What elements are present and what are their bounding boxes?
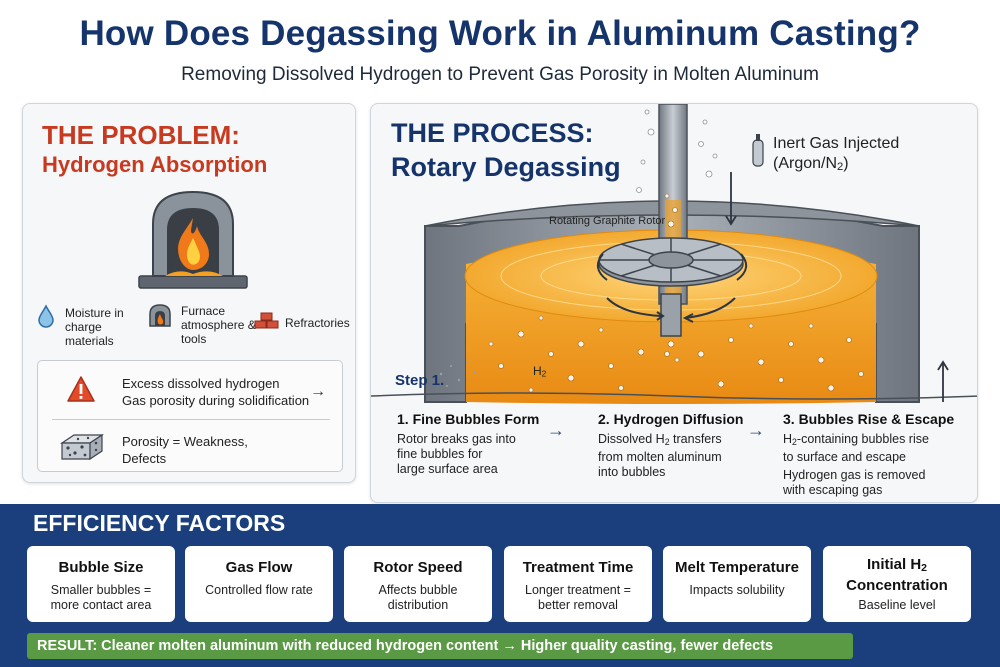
h2-label: H2	[533, 364, 546, 379]
arrow-right-icon: →	[547, 420, 565, 440]
water-drop-icon	[38, 304, 54, 328]
step-3-desc-line: with escaping gas	[783, 482, 883, 497]
divider	[52, 419, 330, 420]
efficiency-title: EFFICIENCY FACTORS	[33, 510, 286, 536]
factor-card-melt-temperature: Melt Temperature Impacts solubility	[663, 546, 811, 622]
factor-desc: Baseline level	[858, 598, 936, 612]
step-2-prefix: Dissolved H	[598, 432, 665, 446]
porosity-text: Porosity = Weakness, Defects	[122, 433, 248, 467]
step-1-title: 1. Fine Bubbles Form	[397, 411, 540, 427]
inert-prefix: (Argon/N	[773, 155, 838, 172]
factor-title-prefix: Initial H	[866, 556, 922, 573]
factor-card-gas-flow: Gas Flow Controlled flow rate	[185, 546, 333, 622]
warning-line-2: Gas porosity during solidification	[122, 393, 310, 408]
page-title: How Does Degassing Work in Aluminum Cast…	[79, 14, 921, 53]
step-2-desc: Dissolved H2 transfers from molten alumi…	[598, 432, 722, 480]
factor-card-treatment-time: Treatment Time Longer treatment = better…	[504, 546, 652, 622]
step-2-title: 2. Hydrogen Diffusion	[598, 411, 744, 427]
furnace-illustration-icon	[138, 190, 248, 289]
factor-card-initial-h2: Initial H2 Concentration Baseline level	[823, 546, 971, 622]
porosity-line-2: Defects	[122, 451, 167, 466]
factor-desc-line: Controlled flow rate	[205, 583, 313, 597]
warning-text: Excess dissolved hydrogen Gas porosity d…	[122, 375, 309, 409]
factor-card-rotor-speed: Rotor Speed Affects bubble distribution	[344, 546, 492, 622]
factor-desc-line: distribution	[387, 598, 449, 612]
porosity-line-1: Porosity = Weakness,	[122, 434, 248, 449]
step-2-desc-line: from molten aluminum	[598, 449, 722, 464]
step-marker: Step 1.	[395, 372, 445, 389]
factor-title: Gas Flow	[225, 559, 293, 576]
factor-title: Bubble Size	[58, 559, 144, 576]
step-3-desc: H2-containing bubbles rise to surface an…	[783, 432, 929, 498]
step-2-suffix: transfers	[669, 432, 722, 446]
factor-desc: Affects bubble distribution	[344, 583, 492, 613]
rotor-label: Rotating Graphite Rotor	[549, 215, 666, 227]
factor-desc: Impacts solubility	[663, 583, 811, 598]
process-panel: THE PROCESS: Rotary Degassing Inert Gas …	[370, 103, 978, 503]
factor-desc-line: better removal	[538, 598, 618, 612]
problem-title: THE PROBLEM:	[42, 120, 240, 150]
step-2-desc-line: Dissolved H2 transfers	[598, 432, 722, 450]
factor-desc-line: Impacts solubility	[689, 583, 785, 597]
h2-prefix: H	[533, 364, 542, 378]
factor-desc-line: Affects bubble	[378, 583, 458, 597]
degassing-illustration	[371, 104, 977, 404]
inert-sub: 2	[837, 161, 844, 174]
factor-title-sub: 2	[921, 562, 927, 575]
furnace-icon	[149, 304, 171, 327]
step-3-desc-line: Hydrogen gas is removed	[783, 467, 926, 482]
h2-sub: 2	[541, 368, 547, 379]
factor-desc: Controlled flow rate	[185, 583, 333, 598]
step-3-suffix: -containing bubbles rise	[796, 432, 929, 446]
step-1-desc: Rotor breaks gas into fine bubbles for l…	[397, 432, 516, 477]
inert-line-2: (Argon/N2)	[773, 154, 899, 177]
step-3-desc-line: to surface and escape	[783, 449, 906, 464]
bricks-icon	[254, 312, 279, 329]
arrow-right-icon: →	[747, 420, 765, 440]
step-3-prefix: H	[783, 432, 793, 446]
source-moisture: Moisture in charge materials	[65, 306, 124, 348]
step-3-sub: 2	[792, 436, 797, 447]
source-refractories: Refractories	[285, 316, 350, 330]
problem-panel: THE PROBLEM: Hydrogen Absorption Moistur…	[22, 103, 356, 483]
warning-line-1: Excess dissolved hydrogen	[122, 376, 280, 391]
result-banner: RESULT: Cleaner molten aluminum with red…	[27, 633, 853, 659]
warning-box: Excess dissolved hydrogen Gas porosity d…	[37, 360, 343, 472]
factor-title-line-2: Concentration	[846, 577, 948, 595]
process-subtitle: Rotary Degassing	[391, 152, 621, 182]
step-2-sub: 2	[664, 436, 670, 447]
step-3-desc-line: H2-containing bubbles rise	[783, 432, 929, 450]
porous-block-icon	[60, 433, 104, 461]
factor-desc-line: Smaller bubbles =	[50, 583, 152, 597]
problem-subtitle: Hydrogen Absorption	[42, 152, 268, 177]
factor-title-line-1: Initial H2	[823, 556, 971, 577]
factor-desc-line: more contact area	[50, 598, 152, 612]
warning-icon	[67, 376, 95, 402]
arrow-right-icon: →	[310, 383, 326, 400]
inert-suffix: )	[843, 155, 849, 172]
source-furnace: Furnace atmosphere & tools	[181, 304, 256, 346]
factor-title: Treatment Time	[522, 559, 634, 576]
page-subtitle: Removing Dissolved Hydrogen to Prevent G…	[181, 64, 819, 85]
step-1-desc-line: Rotor breaks gas into	[397, 432, 516, 446]
factor-card-bubble-size: Bubble Size Smaller bubbles = more conta…	[27, 546, 175, 622]
step-1-desc-line: large surface area	[397, 462, 498, 476]
factor-title: Initial H2 Concentration	[823, 556, 971, 594]
factor-title: Rotor Speed	[373, 559, 463, 576]
process-title: THE PROCESS:	[391, 118, 594, 148]
inert-line-1: Inert Gas Injected	[773, 135, 900, 152]
step-2-desc-line: into bubbles	[598, 464, 666, 479]
factor-title: Melt Temperature	[675, 559, 799, 576]
factor-desc: Longer treatment = better removal	[504, 583, 652, 613]
step-1-desc-line: fine bubbles for	[397, 447, 483, 461]
factor-desc-line: Longer treatment =	[525, 583, 631, 597]
factor-desc: Smaller bubbles = more contact area	[27, 583, 175, 613]
inert-gas-label: Inert Gas Injected (Argon/N2)	[773, 134, 899, 177]
step-3-title: 3. Bubbles Rise & Escape	[783, 411, 955, 427]
